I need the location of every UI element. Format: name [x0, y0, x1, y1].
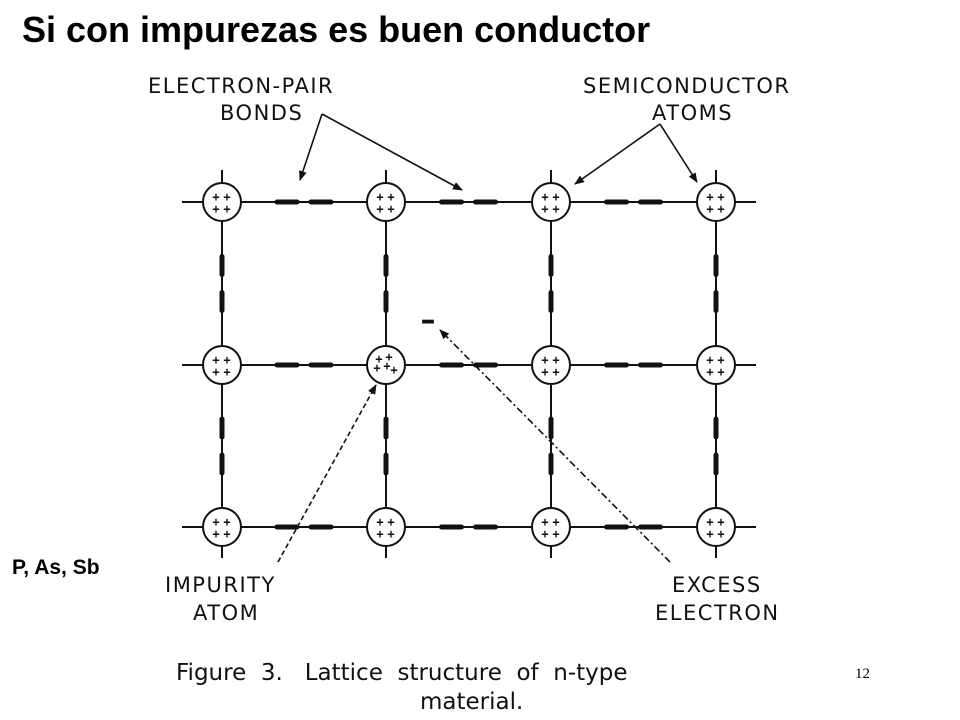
positive-charge: +: [717, 353, 724, 367]
positive-charge: +: [717, 527, 724, 541]
positive-charge: +: [375, 352, 382, 366]
positive-charge: +: [223, 527, 230, 541]
positive-charge: +: [387, 515, 394, 529]
positive-charge: +: [706, 202, 713, 216]
label-semiconductor: SEMICONDUCTOR: [583, 74, 790, 98]
positive-charge: +: [212, 353, 219, 367]
semiconductor-atom: ++++: [202, 345, 242, 385]
impurity-elements-note: P, As, Sb: [12, 556, 100, 579]
positive-charge: +: [706, 365, 713, 379]
positive-charge: +: [376, 515, 383, 529]
positive-charge: +: [552, 353, 559, 367]
positive-charge: +: [387, 190, 394, 204]
atom-core: [202, 345, 242, 385]
atom-core: [202, 182, 242, 222]
atom-core: [531, 182, 571, 222]
positive-charge: +: [706, 515, 713, 529]
positive-charge: +: [552, 515, 559, 529]
positive-charge: +: [390, 363, 397, 377]
label-bonds: BONDS: [220, 101, 303, 125]
arrow-atom-left: [574, 123, 661, 185]
semiconductor-atom: ++++: [696, 345, 736, 385]
semiconductor-atom: ++++: [202, 507, 242, 547]
positive-charge: +: [706, 353, 713, 367]
atom-core: [366, 182, 406, 222]
atom-core: [366, 507, 406, 547]
positive-charge: +: [376, 527, 383, 541]
positive-charge: +: [385, 350, 392, 364]
label-atoms: ATOMS: [652, 101, 733, 125]
positive-charge: +: [541, 190, 548, 204]
atom-core: [202, 507, 242, 547]
semiconductor-atom: ++++: [696, 507, 736, 547]
positive-charge: +: [541, 515, 548, 529]
semiconductor-atom: ++++: [531, 182, 571, 222]
positive-charge: +: [541, 527, 548, 541]
semiconductor-atom: ++++: [366, 182, 406, 222]
positive-charge: +: [212, 202, 219, 216]
positive-charge: +: [223, 365, 230, 379]
impurity-atom: +++++: [366, 345, 406, 385]
positive-charge: +: [541, 365, 548, 379]
positive-charge: +: [717, 202, 724, 216]
atom-core: [696, 182, 736, 222]
positive-charge: +: [717, 515, 724, 529]
positive-charge: +: [552, 365, 559, 379]
label-electron: ELECTRON: [655, 601, 780, 625]
semiconductor-atom: ++++: [366, 507, 406, 547]
positive-charge: +: [387, 202, 394, 216]
positive-charge: +: [541, 353, 548, 367]
page-number: 12: [855, 666, 870, 682]
positive-charge: +: [212, 527, 219, 541]
semiconductor-atom: ++++: [531, 507, 571, 547]
positive-charge: +: [706, 190, 713, 204]
positive-charge: +: [387, 527, 394, 541]
atom-core: [531, 507, 571, 547]
atom-core: [366, 345, 406, 385]
label-impurity-atom: ATOM: [193, 601, 259, 625]
lattice-lines: [182, 170, 756, 558]
label-electron-pair: ELECTRON-PAIR: [148, 74, 334, 98]
atom-core: [696, 507, 736, 547]
positive-charge: +: [223, 515, 230, 529]
positive-charge: +: [383, 359, 390, 373]
positive-charge: +: [717, 365, 724, 379]
positive-charge: +: [717, 190, 724, 204]
positive-charge: +: [223, 190, 230, 204]
positive-charge: +: [706, 527, 713, 541]
positive-charge: +: [223, 202, 230, 216]
positive-charge: +: [552, 527, 559, 541]
label-excess: EXCESS: [672, 573, 762, 597]
positive-charge: +: [212, 365, 219, 379]
positive-charge: +: [376, 202, 383, 216]
positive-charge: +: [373, 361, 380, 375]
positive-charge: +: [541, 202, 548, 216]
arrow-excess-electron: [439, 329, 671, 563]
leader-arrows: [277, 113, 698, 563]
positive-charge: +: [552, 202, 559, 216]
positive-charge: +: [552, 190, 559, 204]
atom-core: [696, 345, 736, 385]
semiconductor-atoms: ++++++++++++++++++++++++++++++++++++++++…: [202, 182, 736, 547]
label-impurity: IMPURITY: [165, 573, 276, 597]
semiconductor-atom: ++++: [696, 182, 736, 222]
positive-charge: +: [212, 190, 219, 204]
atom-core: [531, 345, 571, 385]
arrow-atom-right: [659, 123, 698, 183]
figure-caption-line2: material.: [420, 689, 523, 715]
arrow-impurity: [277, 384, 377, 563]
positive-charge: +: [376, 190, 383, 204]
slide-title: Si con impurezas es buen conductor: [22, 9, 651, 50]
positive-charge: +: [212, 515, 219, 529]
arrow-bond-left: [299, 113, 323, 181]
arrow-bond-right: [321, 113, 463, 191]
semiconductor-atom: ++++: [202, 182, 242, 222]
electron-pair-bonds: [219, 199, 719, 530]
semiconductor-atom: ++++: [531, 345, 571, 385]
figure-caption-line1: Figure 3. Lattice structure of n-type: [176, 660, 628, 686]
positive-charge: +: [223, 353, 230, 367]
excess-electron-marker: –: [421, 303, 436, 338]
